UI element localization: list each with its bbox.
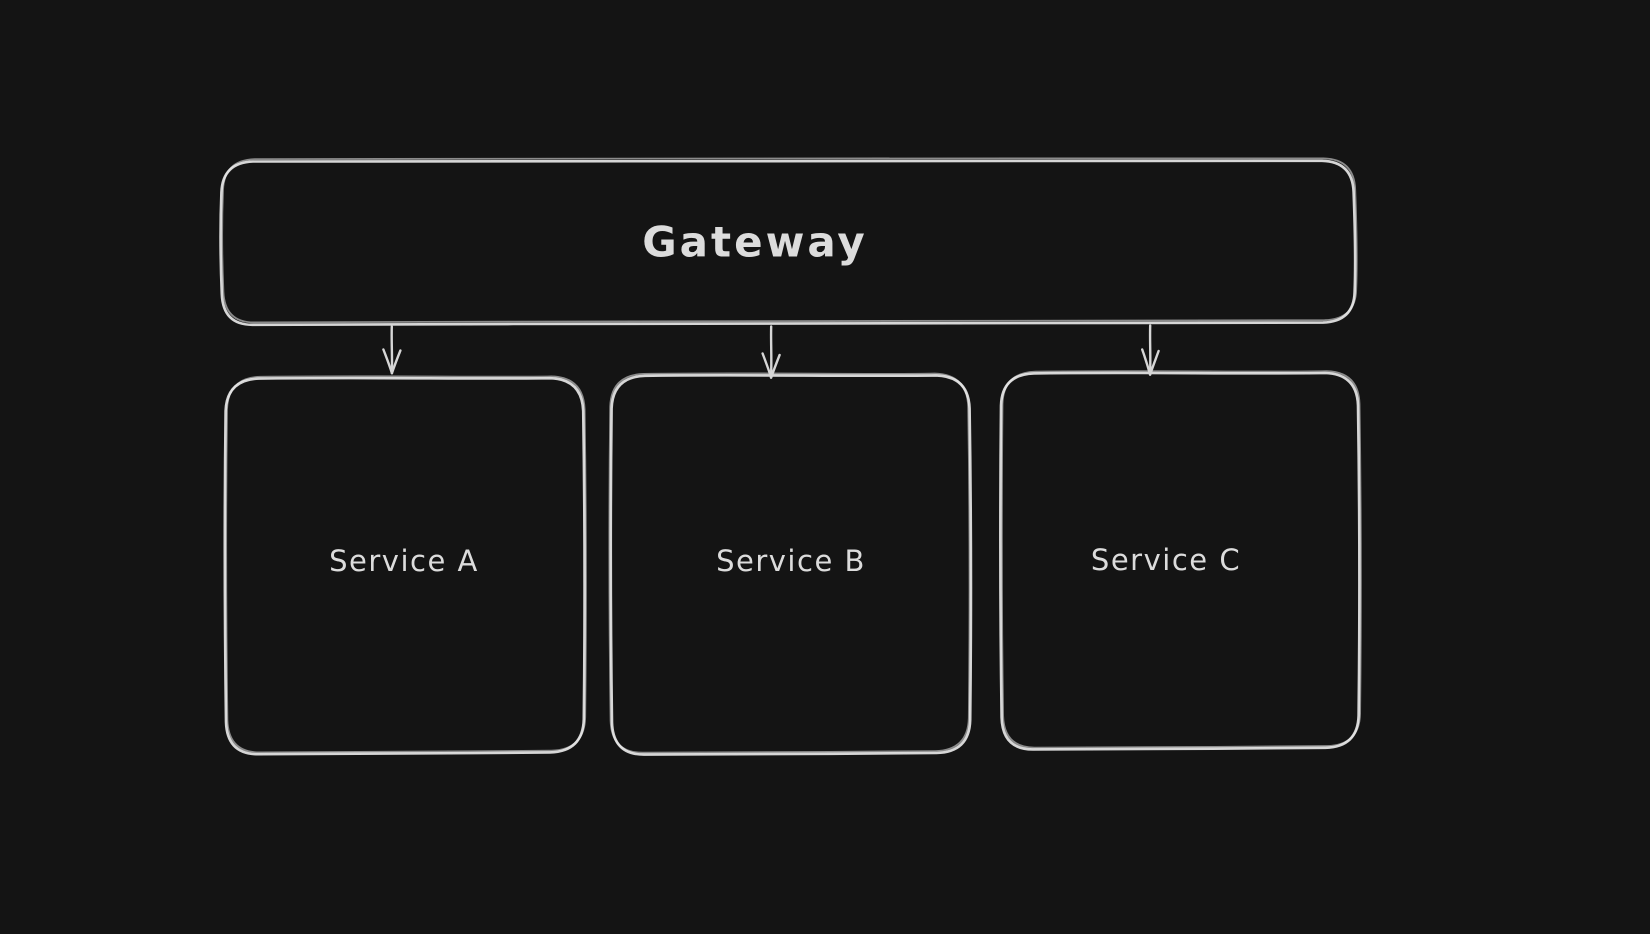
edge-gateway-to-service-b <box>761 325 781 379</box>
edge-gateway-to-service-a <box>382 325 402 375</box>
service-b-node-outline <box>608 372 973 756</box>
service-c-node-outline <box>999 370 1362 751</box>
edge-gateway-to-service-c <box>1141 324 1160 376</box>
gateway-node-label: Gateway <box>642 217 868 267</box>
service-b-node-label: Service B <box>716 544 866 578</box>
service-a-node-label: Service A <box>329 544 479 578</box>
service-c-node-label: Service C <box>1090 543 1242 577</box>
service-a-node-outline <box>223 375 587 756</box>
gateway-node-outline <box>219 157 1358 327</box>
